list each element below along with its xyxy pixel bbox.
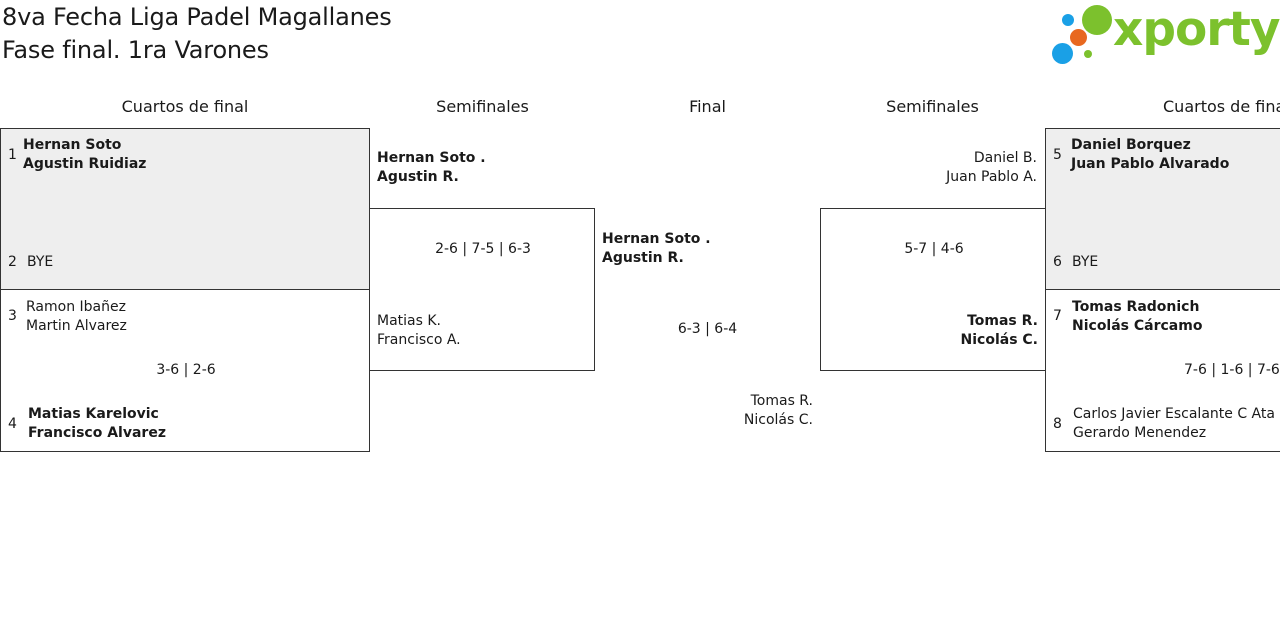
col-heading-right-quarters: Cuartos de final	[1163, 97, 1280, 116]
match-score: 2-6 | 7-5 | 6-3	[435, 241, 531, 257]
team-player: Agustin R.	[377, 169, 459, 185]
seed-number: 3	[8, 308, 17, 324]
team-player: Hernan Soto .	[602, 231, 711, 247]
team-player: Matias Karelovic	[28, 406, 159, 422]
team-player: Hernan Soto .	[377, 150, 486, 166]
team-player: Martin Alvarez	[26, 318, 127, 334]
team-player: Matias K.	[377, 313, 441, 329]
match-quarter-left-2[interactable]: 3 Ramon Ibañez Martin Alvarez 3-6 | 2-6 …	[0, 289, 370, 452]
team-player: Nicolás Cárcamo	[1072, 318, 1203, 334]
xporty-logo[interactable]: xporty	[1050, 2, 1280, 68]
seed-number: 2	[8, 254, 17, 270]
seed-number: 6	[1053, 254, 1062, 270]
seed-number: 4	[8, 416, 17, 432]
logo-dot-green-small-icon	[1084, 50, 1092, 58]
col-heading-left-quarters: Cuartos de final	[121, 97, 249, 116]
team-player: Ramon Ibañez	[26, 299, 126, 315]
team-player: Agustin R.	[602, 250, 684, 266]
seed-number: 7	[1053, 308, 1062, 324]
match-semi-left[interactable]: 2-6 | 7-5 | 6-3 Matias K. Francisco A.	[369, 208, 595, 371]
team-player: Francisco A.	[377, 332, 461, 348]
match-semi-right[interactable]: 5-7 | 4-6 Tomas R. Nicolás C.	[820, 208, 1046, 371]
match-quarter-right-1[interactable]: 5 Daniel Borquez Juan Pablo Alvarado 6 B…	[1045, 128, 1280, 290]
col-heading-right-semis: Semifinales	[886, 97, 979, 116]
team-player: Nicolás C.	[743, 412, 813, 428]
page-title: 8va Fecha Liga Padel Magallanes	[2, 3, 392, 31]
team-player: Gerardo Menendez	[1073, 425, 1207, 441]
logo-text: xporty	[1113, 2, 1280, 57]
team-player: Tomas Radonich	[1072, 299, 1200, 315]
match-score: 7-6 | 1-6 | 7-6	[1184, 362, 1280, 378]
logo-dot-orange-icon	[1070, 29, 1087, 46]
seed-number: 1	[8, 147, 17, 163]
team-player: Hernan Soto	[23, 137, 122, 153]
team-player: BYE	[27, 254, 54, 270]
team-player: Tomas R.	[750, 393, 813, 409]
team-player: Daniel Borquez	[1071, 137, 1191, 153]
match-score: 3-6 | 2-6	[156, 362, 216, 378]
final-score[interactable]: 6-3 | 6-4	[677, 321, 738, 337]
team-player: Daniel B.	[973, 150, 1037, 166]
page-subtitle: Fase final. 1ra Varones	[2, 36, 269, 64]
col-heading-left-semis: Semifinales	[436, 97, 529, 116]
team-player: Carlos Javier Escalante C Ata	[1073, 406, 1275, 422]
logo-dot-blue-top-icon	[1062, 14, 1074, 26]
match-quarter-left-1[interactable]: 1 Hernan Soto Agustin Ruidiaz 2 BYE	[0, 128, 370, 290]
seed-number: 5	[1053, 147, 1062, 163]
team-player: BYE	[1072, 254, 1099, 270]
team-player: Juan Pablo Alvarado	[1071, 156, 1230, 172]
team-player: Nicolás C.	[960, 332, 1038, 348]
team-player: Juan Pablo A.	[946, 169, 1037, 185]
col-heading-final: Final	[689, 97, 726, 116]
team-player: Tomas R.	[967, 313, 1038, 329]
seed-number: 8	[1053, 416, 1062, 432]
match-quarter-right-2[interactable]: 7 Tomas Radonich Nicolás Cárcamo 7-6 | 1…	[1045, 289, 1280, 452]
logo-dot-blue-bottom-icon	[1052, 43, 1073, 64]
team-player: Francisco Alvarez	[28, 425, 166, 441]
team-player: Agustin Ruidiaz	[23, 156, 147, 172]
match-score: 5-7 | 4-6	[904, 241, 964, 257]
logo-dot-green-icon	[1082, 5, 1112, 35]
